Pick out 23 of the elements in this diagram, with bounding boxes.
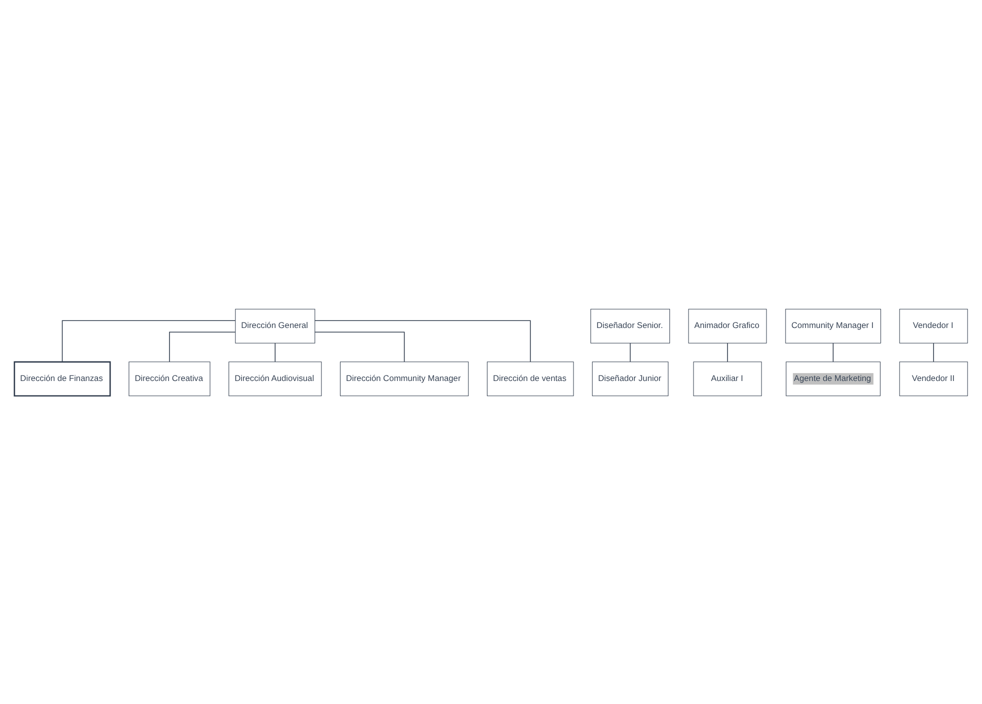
node-box: Auxiliar I — [693, 361, 762, 396]
node-box: Dirección Creativa — [128, 361, 210, 396]
node-box: Dirección Audiovisual — [228, 361, 322, 396]
node-box: Animador Grafico — [688, 308, 767, 343]
node-box: Community Manager I — [785, 308, 882, 343]
connector — [274, 342, 276, 362]
connector — [727, 342, 728, 362]
node-box: Diseñador Junior — [592, 361, 668, 396]
node-box: Dirección de Finanzas — [14, 360, 111, 396]
node-box: Dirección Community Manager — [340, 361, 469, 396]
connector — [169, 331, 236, 362]
connector — [62, 320, 236, 362]
connector — [630, 342, 631, 362]
connector — [933, 342, 934, 362]
node-box: Dirección de ventas — [486, 361, 574, 396]
node-box: Vendedor I — [899, 308, 968, 343]
connector — [314, 320, 531, 362]
connector — [314, 331, 405, 362]
node-box: Vendedor II — [899, 361, 968, 396]
node-box: Diseñador Senior. — [590, 308, 670, 343]
node-box: Dirección General — [235, 308, 316, 343]
node-box: Agente de Marketing — [786, 361, 880, 396]
connector — [832, 342, 834, 362]
